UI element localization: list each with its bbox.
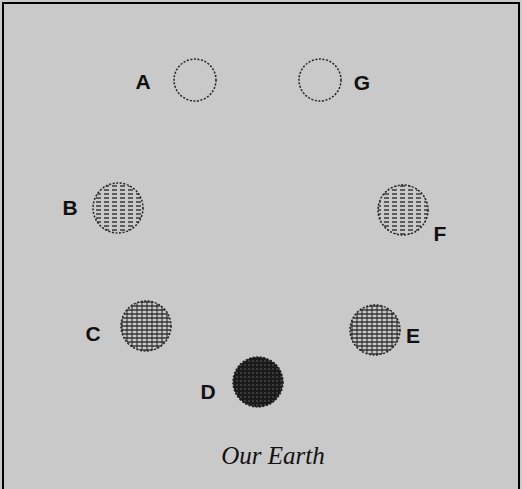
moon-phase — [93, 183, 143, 233]
phase-letter: G — [354, 72, 370, 93]
new-moon — [174, 59, 216, 101]
phase-letter: D — [200, 381, 215, 402]
moon-phase — [350, 305, 400, 355]
phase-letter: C — [85, 323, 100, 344]
phase-letter: F — [434, 223, 447, 244]
full-moon — [233, 357, 283, 407]
phase-letter: B — [62, 197, 77, 218]
phase-letter: A — [135, 71, 150, 92]
new-moon — [299, 59, 341, 101]
caption: Our Earth — [221, 443, 324, 468]
moon-phase — [378, 185, 428, 235]
frame — [3, 3, 519, 489]
moon-phase — [121, 301, 171, 351]
phase-letter: E — [406, 325, 420, 346]
